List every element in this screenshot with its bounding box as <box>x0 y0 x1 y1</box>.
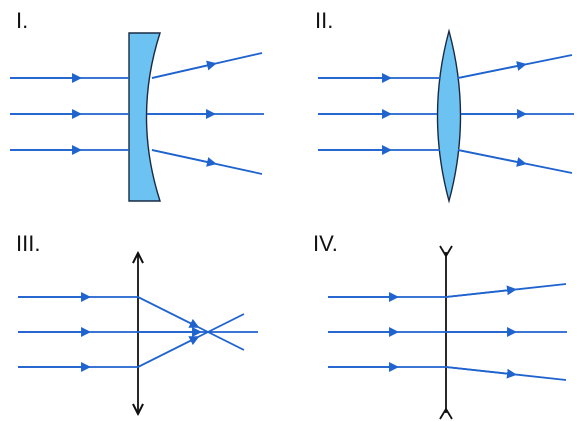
incident-rays-panel-2 <box>318 73 440 155</box>
arrow <box>151 149 217 167</box>
diverging-rays-panel-4 <box>445 283 567 381</box>
panel-3-label: III. <box>16 231 40 256</box>
panel-4-label: IV. <box>313 231 338 256</box>
panel-2-label: II. <box>315 8 333 33</box>
arrow <box>137 296 200 328</box>
arrow <box>151 60 217 79</box>
arrow <box>457 149 527 167</box>
bottom-v-mark <box>439 407 453 420</box>
plano-concave-lens <box>128 32 161 202</box>
top-v-mark <box>439 245 453 258</box>
arrow <box>445 366 517 379</box>
biconvex-lens <box>436 28 462 204</box>
incident-rays-panel-3 <box>18 292 138 372</box>
arrow <box>457 61 527 79</box>
panel-3: III. <box>16 231 258 414</box>
converging-rays-panel-3 <box>137 296 258 368</box>
arrow <box>137 336 200 368</box>
arrow <box>445 285 517 298</box>
panel-1-label: I. <box>16 8 28 33</box>
panel-4: IV. <box>313 231 567 420</box>
refracted-rays-panel-1 <box>147 52 264 175</box>
panel-1: I. <box>10 8 264 202</box>
panel-2: II. <box>315 8 574 204</box>
ray-arrows-panel-1-in <box>10 73 82 155</box>
incident-rays-panel-4 <box>328 292 446 372</box>
refracted-rays-panel-2 <box>457 54 574 174</box>
